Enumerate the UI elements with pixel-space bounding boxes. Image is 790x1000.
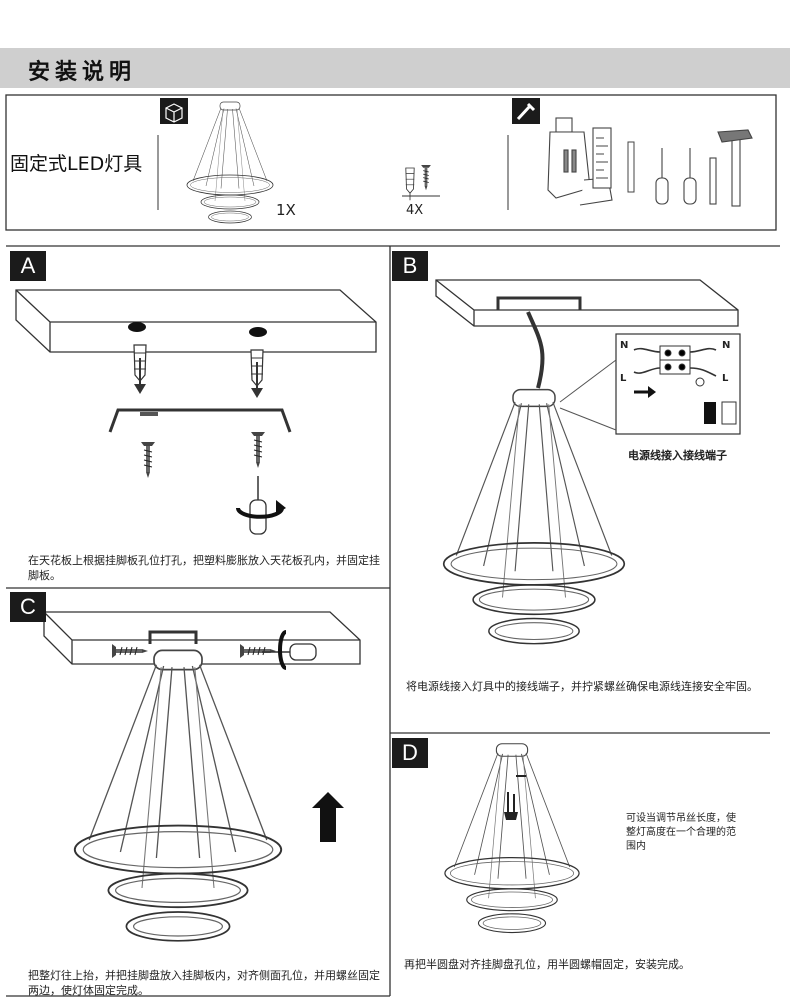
step-d-badge: D bbox=[392, 738, 428, 768]
title-bar bbox=[0, 48, 790, 88]
wiring-caption: 电源线接入接线端子 bbox=[628, 449, 727, 462]
step-c-badge: C bbox=[10, 592, 46, 622]
screw-quantity: 4X bbox=[406, 203, 424, 218]
step-b-badge: B bbox=[392, 251, 428, 281]
step-b-text: 将电源线接入灯具中的接线端子，并拧紧螺丝确保电源线连接安全牢固。 bbox=[406, 680, 758, 693]
step-c-text: 把整灯往上抬，并把挂脚盘放入挂脚板内，对齐侧面孔位，并用螺丝固定两边，使灯体固定… bbox=[28, 969, 380, 997]
lamp-quantity: 1X bbox=[276, 201, 296, 219]
wire-n-right: N bbox=[722, 340, 731, 351]
wire-l-right: L bbox=[722, 373, 729, 384]
product-name: 固定式LED灯具 bbox=[10, 153, 143, 175]
step-d-note: 可设当调节吊丝长度，使整灯高度在一个合理的范围内 bbox=[626, 813, 736, 852]
step-a-badge: A bbox=[10, 251, 46, 281]
step-d-text: 再把半圆盘对齐挂脚盘孔位，用半圆螺帽固定，安装完成。 bbox=[404, 958, 690, 971]
page-title: 安装说明 bbox=[28, 60, 137, 85]
step-a-text: 在天花板上根据挂脚板孔位打孔，把塑料膨胀放入天花板孔内，并固定挂脚板。 bbox=[28, 554, 380, 582]
wire-n-left: N bbox=[620, 340, 629, 351]
wire-l-left: L bbox=[620, 373, 627, 384]
